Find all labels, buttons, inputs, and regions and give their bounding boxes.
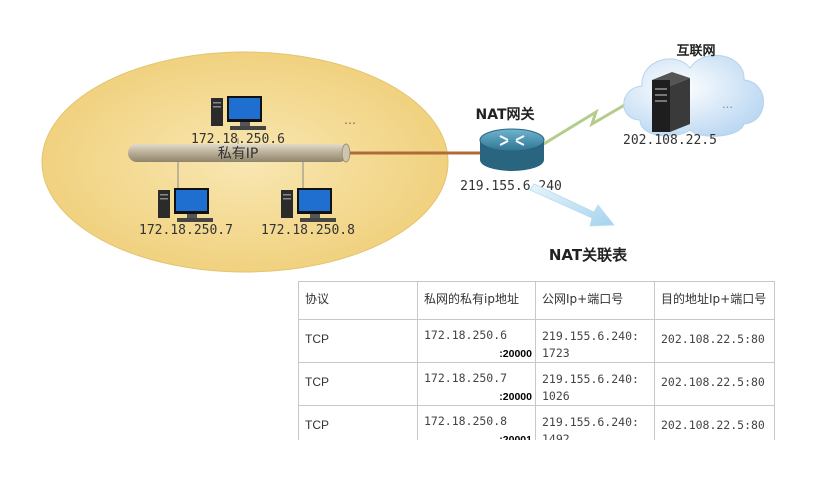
host-left-ip: 172.18.250.7 xyxy=(139,223,233,238)
pc-left xyxy=(158,188,213,222)
table-title: NAT关联表 xyxy=(549,246,628,264)
cell-public: 219.155.6.240:1723 xyxy=(535,319,655,363)
header-private-ip: 私网的私有ip地址 xyxy=(417,281,536,320)
cell-destination: 202.108.22.5:80 xyxy=(654,319,775,363)
internet-title: 互联网 xyxy=(676,44,715,59)
server-ip: 202.108.22.5 xyxy=(623,133,717,148)
host-right-ip: 172.18.250.8 xyxy=(261,223,355,238)
nat-table: 协议 私网的私有ip地址 公网Ip+端口号 目的地址Ip+端口号 TCP 172… xyxy=(298,281,775,449)
wan-link xyxy=(541,94,641,147)
cell-private-ip: 172.18.250.6 :20000 xyxy=(417,319,536,363)
cell-protocol: TCP xyxy=(298,319,418,363)
internet-cloud xyxy=(623,54,764,137)
cell-public: 219.155.6.240:1026 xyxy=(535,362,655,406)
private-port: :20000 xyxy=(499,348,532,360)
arrow-to-table xyxy=(529,183,615,227)
table-row: TCP 172.18.250.6 :20000 219.155.6.240:17… xyxy=(298,319,775,363)
header-public: 公网Ip+端口号 xyxy=(535,281,655,320)
header-destination: 目的地址Ip+端口号 xyxy=(654,281,775,320)
cell-protocol: TCP xyxy=(298,362,418,406)
pc-top xyxy=(211,96,266,130)
router-icon xyxy=(479,128,545,171)
cloud-ellipsis: … xyxy=(722,98,733,111)
tower-icon xyxy=(281,190,293,218)
gateway-title: NAT网关 xyxy=(475,106,534,123)
private-port: :20000 xyxy=(499,391,532,403)
private-bus xyxy=(128,143,351,163)
bus-label: 私有IP xyxy=(218,146,259,162)
lan-ellipsis: … xyxy=(344,113,356,127)
server-icon xyxy=(652,72,690,132)
crop-mask xyxy=(0,440,820,497)
cell-private-ip: 172.18.250.7 :20000 xyxy=(417,362,536,406)
table-row: TCP 172.18.250.7 :20000 219.155.6.240:10… xyxy=(298,362,775,406)
cell-destination: 202.108.22.5:80 xyxy=(654,362,775,406)
header-protocol: 协议 xyxy=(298,281,418,320)
host-top-ip: 172.18.250.6 xyxy=(191,132,285,147)
tower-icon xyxy=(158,190,170,218)
tower-icon xyxy=(211,98,223,126)
pc-right xyxy=(281,188,336,222)
table-header-row: 协议 私网的私有ip地址 公网Ip+端口号 目的地址Ip+端口号 xyxy=(298,281,775,320)
